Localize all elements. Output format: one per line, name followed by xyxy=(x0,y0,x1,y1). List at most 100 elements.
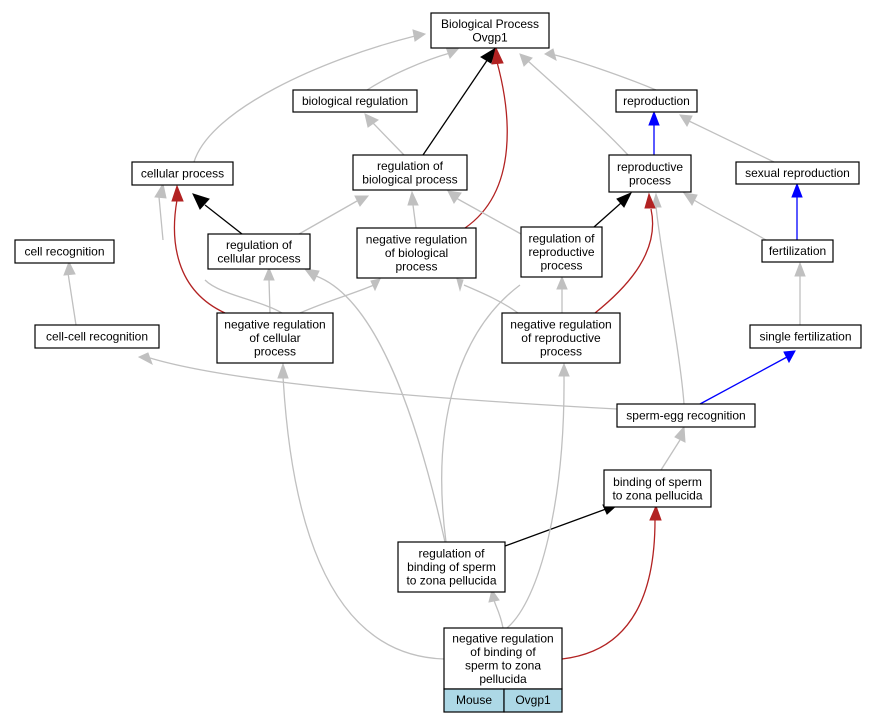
node-label-line: cellular process xyxy=(217,251,300,265)
node-label-line: regulation of xyxy=(377,159,444,173)
node-sperm-egg[interactable]: sperm-egg recognition xyxy=(616,403,756,428)
node-label-line: process xyxy=(629,173,671,187)
edge-is-a xyxy=(407,190,419,229)
node-label-line: process xyxy=(540,259,582,273)
edge-is-a xyxy=(298,195,370,235)
node-label-line: negative regulation xyxy=(510,318,611,332)
edge-is-a xyxy=(63,260,77,326)
node-single-fert[interactable]: single fertilization xyxy=(749,324,862,349)
node-label-line: negative regulation xyxy=(452,631,553,645)
node-label-line: process xyxy=(395,260,437,274)
edge-is-a xyxy=(682,192,767,241)
node-label-line: binding of sperm xyxy=(407,560,496,574)
node-label-line: single fertilization xyxy=(759,330,851,344)
edge-part-of xyxy=(791,182,803,240)
node-label-line: reproduction xyxy=(623,94,690,108)
node-reproduction[interactable]: reproduction xyxy=(615,89,698,113)
node-label-line: reproductive xyxy=(528,245,594,259)
edge-is-a xyxy=(204,279,283,314)
node-label-line: Biological Process xyxy=(441,17,539,31)
edge-negatively-regulates xyxy=(594,192,656,314)
node-label-line: of reproductive xyxy=(521,331,601,345)
edge-is-a xyxy=(519,53,629,156)
node-label-line: negative regulation xyxy=(366,233,467,247)
edge-is-a xyxy=(456,278,519,314)
edge-is-a xyxy=(137,352,618,410)
node-cell-recog[interactable]: cell recognition xyxy=(14,239,115,264)
edge-is-a xyxy=(299,278,381,314)
node-fertilization[interactable]: fertilization xyxy=(761,239,834,263)
edge-negatively-regulates xyxy=(561,504,662,660)
node-label-line: reproductive xyxy=(617,160,683,174)
node-label-line: biological process xyxy=(362,172,457,186)
node-label-line: biological regulation xyxy=(302,94,408,108)
edge-is-a xyxy=(193,29,427,163)
node-label-line: of cellular xyxy=(249,331,300,345)
node-label-line: to zona pellucida xyxy=(612,488,702,502)
node-label-line: sexual reproduction xyxy=(745,166,850,180)
edge-is-a xyxy=(651,192,685,405)
edge-is-a xyxy=(660,425,686,471)
edge-is-a xyxy=(366,46,459,91)
gene-cell: Ovgp1 xyxy=(503,688,563,713)
node-label-line: cell-cell recognition xyxy=(46,330,148,344)
node-cellular-process[interactable]: cellular process xyxy=(131,161,234,186)
edge-regulates xyxy=(422,46,497,156)
node-label-line: regulation of xyxy=(226,238,293,252)
edge-regulates xyxy=(504,504,619,547)
node-label-line: regulation of xyxy=(528,232,595,246)
edge-is-a xyxy=(506,362,570,629)
node-label-line: fertilization xyxy=(769,244,826,258)
node-label-line: process xyxy=(254,345,296,359)
edge-is-a xyxy=(488,588,504,629)
node-cc-recog[interactable]: cell-cell recognition xyxy=(34,324,160,349)
node-label-line: process xyxy=(540,345,582,359)
edge-part-of xyxy=(699,350,796,405)
edge-is-a xyxy=(154,182,167,241)
node-bio-reg[interactable]: biological regulation xyxy=(292,89,418,113)
edge-is-a xyxy=(679,114,775,163)
node-label-line: cell recognition xyxy=(24,245,104,259)
node-label-line: cellular process xyxy=(141,167,224,181)
node-label-line: binding of sperm xyxy=(613,475,702,489)
edge-negatively-regulates xyxy=(171,184,226,314)
edge-is-a xyxy=(364,113,405,156)
node-label-line: of binding of xyxy=(470,645,536,659)
node-label-line: regulation of xyxy=(418,547,485,561)
edge-is-a xyxy=(544,48,657,91)
node-label-line: to zona pellucida xyxy=(406,574,496,588)
gene-label: Ovgp1 xyxy=(515,693,551,707)
edge-part-of xyxy=(648,110,660,155)
edge-is-a xyxy=(447,190,522,235)
edge-is-a xyxy=(794,261,806,325)
node-label-line: sperm-egg recognition xyxy=(626,409,745,423)
node-label-line: Ovgp1 xyxy=(472,30,508,44)
edge-is-a xyxy=(303,268,446,543)
edge-is-a xyxy=(556,275,568,313)
edge-is-a xyxy=(263,266,275,314)
node-label-line: of biological xyxy=(385,246,448,260)
edge-regulates xyxy=(593,192,633,228)
species-cell: Mouse xyxy=(443,688,505,713)
node-label-line: sperm to zona xyxy=(465,658,541,672)
edge-is-a xyxy=(441,284,521,543)
node-sexual-repro[interactable]: sexual reproduction xyxy=(735,161,860,185)
edge-regulates xyxy=(192,193,243,235)
edge-negatively-regulates xyxy=(464,46,508,229)
node-label-line: pellucida xyxy=(479,672,527,686)
edges-layer xyxy=(63,29,806,660)
gene-legend: Mouse Ovgp1 xyxy=(443,688,563,713)
